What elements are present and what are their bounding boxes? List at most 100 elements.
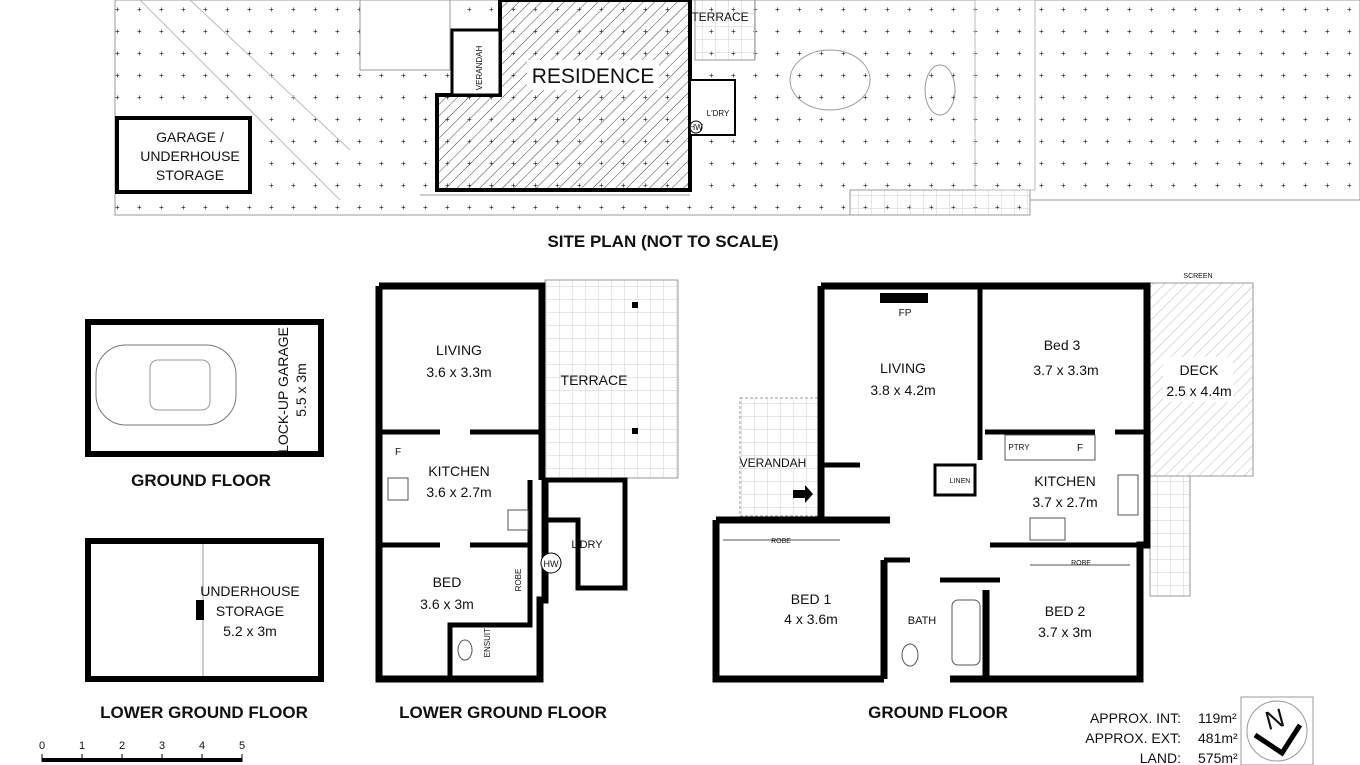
lower-ground-plan: TERRACE LIVING 3.6 x 3.3m F KITCHEN 3.6 …	[375, 279, 679, 722]
storage-column	[196, 600, 204, 620]
gf-bed1-name: BED 1	[791, 591, 832, 607]
storage-size: 5.2 x 3m	[223, 623, 277, 639]
land-label: LAND:	[1140, 750, 1181, 765]
scale-tick-label: 5	[239, 740, 245, 752]
outdoor-table-icon	[789, 49, 871, 111]
gf-bed3-name: Bed 3	[1044, 337, 1081, 353]
cooktop-icon	[387, 477, 409, 501]
site-path	[974, 0, 1036, 191]
garage-plan: LOCK-UP GARAGE 5.5 x 3m GROUND FLOOR	[85, 319, 324, 490]
lg-living-size: 3.6 x 3.3m	[426, 364, 491, 380]
garage-floor-title: GROUND FLOOR	[131, 471, 271, 490]
gf-living-size: 3.8 x 4.2m	[870, 382, 935, 398]
lg-terrace-label: TERRACE	[561, 372, 628, 388]
scale-tick-label: 3	[159, 740, 165, 752]
site-plan: RESIDENCE VERANDAH TERRACE L'DRY HW GARA…	[114, 0, 1360, 251]
lg-terrace	[544, 279, 679, 479]
ground-floor-plan: SCREEN DECK 2.5 x 4.4m VERANDAH FP LIVIN…	[712, 273, 1254, 722]
gf-fp: FP	[899, 308, 912, 319]
gf-wall	[712, 516, 990, 683]
lg-kitchen-size: 3.6 x 2.7m	[426, 484, 491, 500]
gf-screen: SCREEN	[1183, 273, 1212, 280]
gf-pantry-label: PTRY	[1008, 443, 1030, 452]
hot-water-icon	[689, 120, 703, 134]
lg-fridge: F	[395, 447, 401, 458]
storage-name-1: UNDERHOUSE	[200, 583, 300, 599]
driveway-edge	[139, 0, 341, 201]
garage-name: LOCK-UP GARAGE	[275, 327, 291, 453]
gf-wall	[821, 286, 1147, 583]
site-terrace	[694, 0, 756, 61]
area-ext-label: APPROX. EXT:	[1085, 730, 1181, 746]
garage-size: 5.5 x 3m	[293, 363, 309, 417]
gf-fridge: F	[1077, 443, 1083, 454]
driveway-edge	[189, 0, 351, 151]
lg-laundry: L'DRY	[571, 539, 603, 551]
lg-ensuite: ENSUITE	[483, 623, 492, 658]
gf-linen: LINEN	[950, 478, 971, 485]
toilet-icon	[901, 643, 919, 667]
sink-icon	[507, 509, 529, 531]
site-garage-label-3: STORAGE	[156, 167, 224, 183]
land-value: 575m²	[1198, 750, 1238, 765]
lg-bed-size: 3.6 x 3m	[420, 596, 474, 612]
storage-name-2: STORAGE	[216, 603, 284, 619]
scale-tick-label: 0	[39, 740, 45, 752]
site-laundry-label: L'DRY	[707, 109, 730, 118]
gf-floor-title: GROUND FLOOR	[868, 703, 1008, 722]
sink-icon	[1117, 474, 1139, 516]
gf-deck-label-bg	[1163, 357, 1233, 402]
lg-living-name: LIVING	[436, 342, 482, 358]
gf-bed3-size: 3.7 x 3.3m	[1033, 362, 1098, 378]
lg-floor-title: LOWER GROUND FLOOR	[399, 703, 607, 722]
gf-robe2: ROBE	[1071, 560, 1091, 567]
site-plan-title: SITE PLAN (NOT TO SCALE)	[547, 232, 778, 251]
scale-tick-label: 4	[199, 740, 205, 752]
gf-bed2-name: BED 2	[1045, 603, 1086, 619]
gf-verandah-label: VERANDAH	[740, 456, 807, 470]
fireplace	[880, 293, 928, 303]
storage-plan: UNDERHOUSE STORAGE 5.2 x 3m LOWER GROUND…	[85, 538, 324, 722]
site-garage-label-2: UNDERHOUSE	[140, 148, 240, 164]
area-summary: APPROX. INT: 119m² APPROX. EXT: 481m² LA…	[1085, 710, 1238, 765]
car-seats-icon	[149, 359, 211, 411]
bathtub-icon	[951, 599, 981, 666]
site-path	[359, 0, 451, 71]
scale-bar-line	[42, 758, 242, 762]
hot-water-icon	[540, 552, 562, 574]
lg-post	[632, 428, 638, 434]
gf-kitchen-size: 3.7 x 2.7m	[1032, 494, 1097, 510]
gf-robe1: ROBE	[771, 538, 791, 545]
area-int-label: APPROX. INT:	[1090, 710, 1181, 726]
residence-label: RESIDENCE	[532, 65, 655, 88]
residence-label-bg	[527, 60, 659, 90]
gf-outer-walls	[817, 282, 1151, 683]
site-verandah	[450, 28, 502, 97]
area-ext-value: 481m²	[1198, 730, 1238, 746]
gf-bed1-size: 4 x 3.6m	[784, 611, 838, 627]
scale-tick-label: 1	[79, 740, 85, 752]
site-verandah-label: VERANDAH	[475, 46, 484, 91]
cooktop-icon	[1029, 517, 1066, 541]
site-hw-label: HW	[689, 123, 703, 132]
garage-walls	[85, 319, 324, 457]
lg-wall	[447, 480, 533, 679]
toilet-icon	[457, 639, 473, 661]
gf-deck-size: 2.5 x 4.4m	[1166, 383, 1231, 399]
lg-outer-walls	[375, 282, 549, 683]
scale-bar: 0 1 2 3 4 5	[39, 740, 245, 762]
scale-ticks	[41, 754, 243, 762]
lg-laundry-walls	[545, 477, 628, 591]
gf-deck-name: DECK	[1180, 362, 1220, 378]
site-garage	[115, 116, 252, 194]
site-steps	[849, 189, 1031, 216]
pond-icon	[924, 64, 956, 116]
storage-walls	[85, 538, 324, 682]
gf-bed2-size: 3.7 x 3m	[1038, 624, 1092, 640]
scale-tick-label: 2	[119, 740, 125, 752]
gf-kitchen-name: KITCHEN	[1034, 473, 1095, 489]
gf-living-name: LIVING	[880, 360, 926, 376]
car-icon	[95, 344, 237, 426]
lg-hw: HW	[544, 559, 559, 569]
